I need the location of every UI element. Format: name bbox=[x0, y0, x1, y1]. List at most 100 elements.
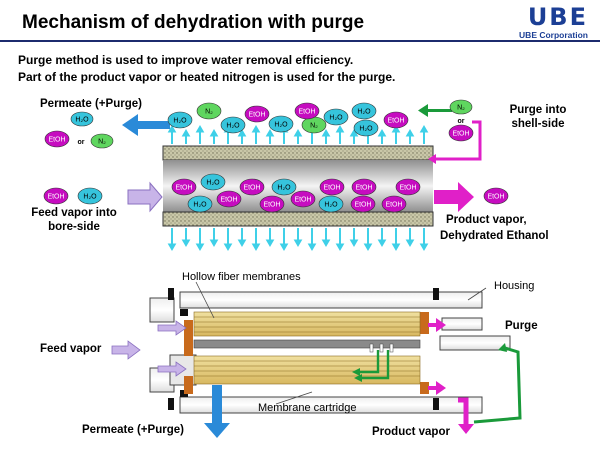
n2-molecule: N₂ bbox=[90, 133, 114, 149]
label-product-2: Dehydrated Ethanol bbox=[440, 230, 549, 242]
etoh-molecule: EtOH bbox=[350, 195, 376, 213]
permeate-up-arrowhead bbox=[293, 129, 303, 137]
h2o-molecule: H₂O bbox=[318, 195, 344, 213]
label-product-1: Product vapor, bbox=[446, 214, 527, 226]
permeate-down-arrowhead bbox=[377, 239, 387, 247]
svg-text:H₂O: H₂O bbox=[329, 115, 343, 122]
h2o-molecule: H₂O bbox=[187, 195, 213, 213]
product-arrow bbox=[434, 182, 474, 212]
h2o-molecule: H₂O bbox=[167, 111, 193, 129]
permeate-down-arrowhead bbox=[293, 239, 303, 247]
label-membrane-cartridge: Membrane cartridge bbox=[258, 402, 357, 414]
n2-molecule: N₂ bbox=[196, 102, 222, 120]
etoh-molecule: EtOH bbox=[395, 178, 421, 196]
end-plate-right-lower bbox=[420, 382, 429, 394]
svg-text:N₂: N₂ bbox=[205, 109, 213, 116]
label-purge-shell-2: shell-side bbox=[511, 118, 565, 130]
permeate-up-arrowhead bbox=[321, 129, 331, 137]
svg-text:EtOH: EtOH bbox=[354, 202, 371, 209]
svg-text:EtOH: EtOH bbox=[294, 197, 311, 204]
label-purge: Purge bbox=[505, 320, 538, 332]
permeate-down-arrowhead bbox=[419, 243, 429, 251]
permeate-down-arrowhead bbox=[265, 239, 275, 247]
or-label: or bbox=[78, 139, 85, 146]
hollow-fiber-bundle-lower bbox=[193, 355, 421, 385]
label-purge-shell-1: Purge into bbox=[509, 104, 567, 116]
permeate-up-arrowhead bbox=[181, 129, 191, 137]
etoh-molecule: EtOH bbox=[448, 124, 474, 142]
etoh-molecule: EtOH bbox=[290, 190, 316, 208]
feed-vapor-arrow bbox=[111, 340, 141, 360]
page-title: Mechanism of dehydration with purge bbox=[22, 12, 365, 33]
permeate-down-arrowhead bbox=[181, 239, 191, 247]
svg-text:H₂O: H₂O bbox=[359, 126, 373, 133]
label-permeate-bottom: Permeate (+Purge) bbox=[82, 424, 184, 436]
svg-text:H₂O: H₂O bbox=[357, 109, 371, 116]
etoh-molecule: EtOH bbox=[259, 195, 285, 213]
permeate-down-arrowhead bbox=[223, 243, 233, 251]
svg-text:N₂: N₂ bbox=[457, 105, 465, 112]
permeate-down-arrowhead bbox=[251, 243, 261, 251]
title-underline bbox=[0, 40, 600, 42]
permeate-up-arrowhead bbox=[349, 129, 359, 137]
ube-logo-subtitle: UBE Corporation bbox=[519, 30, 588, 40]
end-plate-left-lower bbox=[184, 376, 193, 394]
permeate-up-arrowhead bbox=[265, 129, 275, 137]
permeate-down-arrowhead bbox=[363, 243, 373, 251]
feed-arrow bbox=[127, 181, 163, 213]
svg-text:H₂O: H₂O bbox=[173, 118, 187, 125]
svg-text:N₂: N₂ bbox=[98, 139, 106, 146]
permeate-up-arrowhead bbox=[251, 125, 261, 133]
svg-text:EtOH: EtOH bbox=[47, 194, 64, 201]
svg-text:EtOH: EtOH bbox=[385, 202, 402, 209]
permeate-up-arrowhead bbox=[237, 129, 247, 137]
svg-text:H₂O: H₂O bbox=[75, 117, 89, 124]
label-housing: Housing bbox=[494, 280, 535, 292]
etoh-molecule: EtOH bbox=[171, 178, 197, 196]
module-outlet-arrow-1 bbox=[428, 318, 446, 332]
permeate-down-arrows bbox=[167, 228, 429, 251]
svg-text:EtOH: EtOH bbox=[399, 185, 416, 192]
etoh-molecule: EtOH bbox=[244, 105, 270, 123]
svg-text:EtOH: EtOH bbox=[48, 137, 65, 144]
module-outlet-arrow-2 bbox=[428, 381, 446, 395]
permeate-up-arrowhead bbox=[167, 125, 177, 133]
svg-text:EtOH: EtOH bbox=[387, 118, 404, 125]
permeate-up-arrowhead bbox=[391, 125, 401, 133]
h2o-molecule: H₂O bbox=[271, 178, 297, 196]
n2-molecule: N₂ bbox=[449, 99, 473, 115]
svg-text:EtOH: EtOH bbox=[243, 185, 260, 192]
inner-purge-path bbox=[362, 350, 390, 380]
label-feed-bore-1: Feed vapor into bbox=[31, 207, 117, 219]
tube-lower-wall bbox=[162, 211, 434, 227]
h2o-molecule: H₂O bbox=[77, 187, 103, 205]
etoh-molecule: EtOH bbox=[351, 178, 377, 196]
intro-line-2: Part of the product vapor or heated nitr… bbox=[18, 70, 396, 84]
permeate-down-arrowhead bbox=[237, 239, 247, 247]
svg-text:H₂O: H₂O bbox=[206, 180, 220, 187]
purge-inlet-line bbox=[436, 120, 482, 161]
or-label: or bbox=[458, 118, 465, 125]
permeate-down-arrowhead bbox=[195, 243, 205, 251]
svg-text:N₂: N₂ bbox=[310, 123, 318, 130]
etoh-molecule: EtOH bbox=[294, 102, 320, 120]
permeate-down-arrowhead bbox=[209, 239, 219, 247]
svg-text:H₂O: H₂O bbox=[83, 194, 97, 201]
ube-logo: UBE bbox=[527, 3, 588, 31]
svg-text:EtOH: EtOH bbox=[323, 185, 340, 192]
svg-text:H₂O: H₂O bbox=[277, 185, 291, 192]
svg-text:EtOH: EtOH bbox=[355, 185, 372, 192]
svg-text:EtOH: EtOH bbox=[175, 185, 192, 192]
permeate-up-arrowhead bbox=[377, 129, 387, 137]
pointer-cartridge bbox=[275, 391, 313, 405]
etoh-molecule: EtOH bbox=[216, 190, 242, 208]
h2o-molecule: H₂O bbox=[70, 111, 94, 127]
etoh-molecule: EtOH bbox=[381, 195, 407, 213]
h2o-molecule: H₂O bbox=[351, 102, 377, 120]
module-inlet-arrow-2 bbox=[157, 361, 187, 377]
module-housing bbox=[149, 288, 511, 414]
purge-return-head bbox=[498, 343, 507, 352]
permeate-up-arrowhead bbox=[405, 129, 415, 137]
label-hollow-fiber: Hollow fiber membranes bbox=[182, 271, 301, 283]
label-product-vapor: Product vapor bbox=[372, 426, 450, 438]
